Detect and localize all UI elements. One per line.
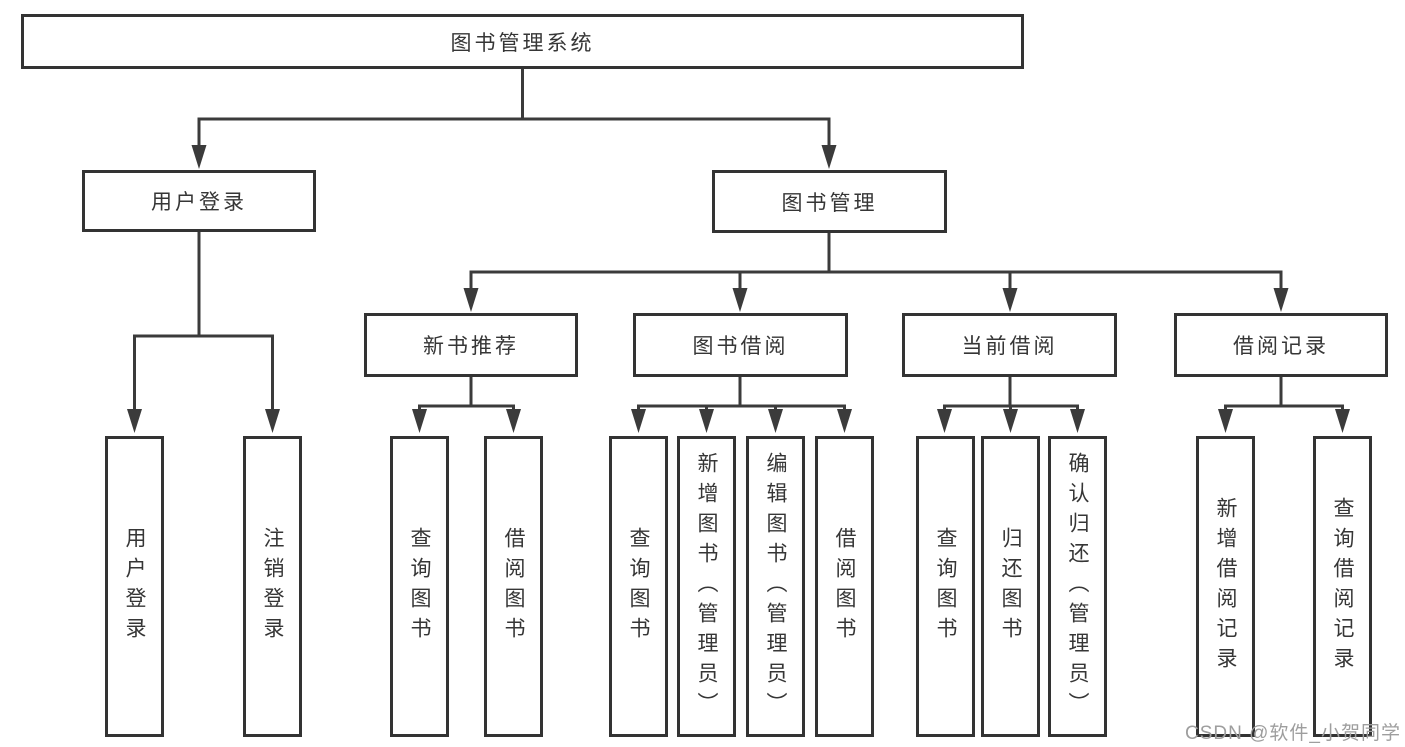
node-library-management-system: 图书管理系统 xyxy=(21,14,1024,69)
arrowhead-leaf-query-record xyxy=(1335,409,1350,433)
leaf-query-books-recommend: 查询图书 xyxy=(390,436,449,737)
arrowhead-leaf-confirm-return xyxy=(1070,409,1085,433)
node-new-book-recommend: 新书推荐 xyxy=(364,313,578,377)
arrowhead-leaf-query-books-2 xyxy=(631,409,646,433)
arrowhead-leaf-logout xyxy=(265,409,280,433)
leaf-query-borrow-record: 查询借阅记录 xyxy=(1313,436,1372,737)
node-user-login: 用户登录 xyxy=(82,170,316,232)
leaf-confirm-return-admin: 确认归还（管理员） xyxy=(1048,436,1107,737)
connector-user-login-rail xyxy=(133,334,274,414)
arrowhead-leaf-add-record xyxy=(1218,409,1233,433)
leaf-add-borrow-record: 新增借阅记录 xyxy=(1196,436,1255,737)
leaf-borrow-books-borrow: 借阅图书 xyxy=(815,436,874,737)
arrowhead-book-management xyxy=(821,145,837,169)
node-current-borrow: 当前借阅 xyxy=(902,313,1117,377)
arrowhead-book-borrow xyxy=(732,288,748,312)
connector-borrow-records-rail xyxy=(1224,404,1344,413)
arrowhead-leaf-edit-book xyxy=(768,409,783,433)
connector-new-recommend-rail xyxy=(418,404,515,413)
connector-current-borrow-rail xyxy=(943,404,1079,413)
arrowhead-leaf-return-book xyxy=(1003,409,1018,433)
connector-book-borrow-rail xyxy=(637,404,846,413)
arrowhead-leaf-login xyxy=(127,409,142,433)
arrowhead-leaf-borrow-books-2 xyxy=(837,409,852,433)
leaf-query-books-borrow: 查询图书 xyxy=(609,436,668,737)
arrowhead-new-recommend xyxy=(463,288,479,312)
arrowhead-leaf-borrow-books-1 xyxy=(506,409,521,433)
leaf-logout: 注销登录 xyxy=(243,436,302,737)
leaf-edit-book-admin: 编辑图书（管理员） xyxy=(746,436,805,737)
leaf-user-login: 用户登录 xyxy=(105,436,164,737)
arrowhead-user-login xyxy=(191,145,207,169)
arrowhead-borrow-records xyxy=(1273,288,1289,312)
node-book-management: 图书管理 xyxy=(712,170,947,233)
connector-level2-rail xyxy=(197,117,831,148)
csdn-watermark: CSDN @软件_小贺同学 xyxy=(1185,723,1401,744)
arrowhead-current-borrow xyxy=(1002,288,1018,312)
arrowhead-leaf-query-books-3 xyxy=(937,409,952,433)
arrowhead-leaf-query-books-1 xyxy=(412,409,427,433)
leaf-borrow-books-recommend: 借阅图书 xyxy=(484,436,543,737)
connector-level3-rail xyxy=(469,270,1283,291)
leaf-return-book: 归还图书 xyxy=(981,436,1040,737)
node-borrow-records: 借阅记录 xyxy=(1174,313,1388,377)
arrowhead-leaf-add-book xyxy=(699,409,714,433)
node-book-borrow: 图书借阅 xyxy=(633,313,848,377)
leaf-add-book-admin: 新增图书（管理员） xyxy=(677,436,736,737)
leaf-query-books-current: 查询图书 xyxy=(916,436,975,737)
